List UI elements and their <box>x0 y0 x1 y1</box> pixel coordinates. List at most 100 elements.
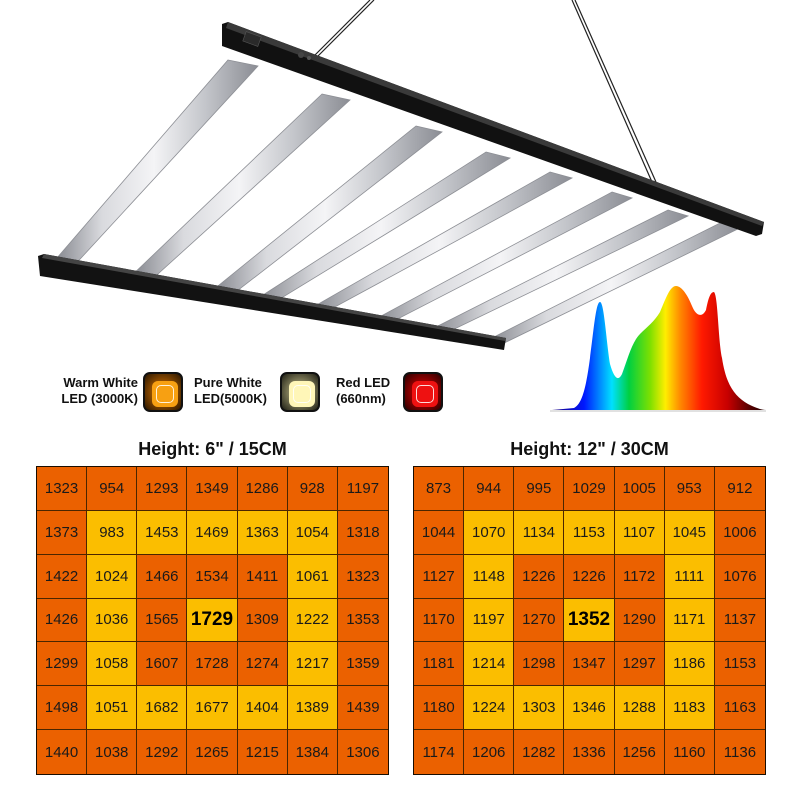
ppfd-cell: 1214 <box>464 642 515 687</box>
led-grow-light-fixture-image <box>38 0 764 350</box>
grid-title-6in: Height: 6" / 15CM <box>138 439 287 459</box>
legend-line: LED(5000K) <box>194 391 267 406</box>
ppfd-cell: 953 <box>664 467 715 511</box>
ppfd-cell: 1029 <box>564 467 615 511</box>
ppfd-cell: 1038 <box>87 730 138 774</box>
ppfd-cell: 1293 <box>137 467 188 511</box>
ppfd-cell: 944 <box>464 467 515 511</box>
front-rail <box>38 254 506 350</box>
ppfd-cell: 1134 <box>514 510 565 555</box>
ppfd-cell: 1111 <box>664 554 715 599</box>
legend-line: Pure White <box>194 375 262 390</box>
ppfd-cell: 1422 <box>37 554 88 599</box>
ppfd-cell: 1682 <box>137 686 188 731</box>
ppfd-cell: 1136 <box>714 730 765 774</box>
ppfd-cell: 1359 <box>337 642 388 687</box>
ppfd-cell: 1352 <box>564 598 615 643</box>
ppfd-cell: 1137 <box>714 598 765 643</box>
ppfd-cell: 1070 <box>464 510 515 555</box>
ppfd-cell: 1299 <box>37 642 88 687</box>
ppfd-cell: 1363 <box>237 510 288 555</box>
ppfd-cell: 1404 <box>237 686 288 731</box>
legend-line: Warm White <box>63 375 138 390</box>
legend-line: (660nm) <box>336 391 386 406</box>
ppfd-cell: 1197 <box>337 467 388 511</box>
ppfd-cell: 1440 <box>37 730 88 774</box>
ppfd-cell: 1058 <box>87 642 138 687</box>
ppfd-cell: 1411 <box>237 554 288 599</box>
ppfd-cell: 1389 <box>287 686 338 731</box>
ppfd-cell: 1426 <box>37 598 88 643</box>
ppfd-cell: 1197 <box>464 598 515 643</box>
ppfd-cell: 1534 <box>187 554 238 599</box>
ppfd-cell: 1353 <box>337 598 388 643</box>
ppfd-cell: 1265 <box>187 730 238 774</box>
ppfd-cell: 1607 <box>137 642 188 687</box>
ppfd-cell: 1565 <box>137 598 188 643</box>
ppfd-cell: 1107 <box>614 510 665 555</box>
ppfd-cell: 1171 <box>664 598 715 643</box>
ppfd-cell: 1006 <box>714 510 765 555</box>
ppfd-cell: 1153 <box>564 510 615 555</box>
ppfd-cell: 1274 <box>237 642 288 687</box>
hanging-wire <box>311 0 657 183</box>
ppfd-cell: 873 <box>414 467 465 511</box>
ppfd-cell: 1349 <box>187 467 238 511</box>
ppfd-cell: 1288 <box>614 686 665 731</box>
ppfd-cell: 1469 <box>187 510 238 555</box>
ppfd-cell: 1323 <box>37 467 88 511</box>
ppfd-cell: 1217 <box>287 642 338 687</box>
ppfd-cell: 1347 <box>564 642 615 687</box>
warm-white-led-icon <box>143 372 183 412</box>
ppfd-cell: 995 <box>514 467 565 511</box>
ppfd-cell: 1181 <box>414 642 465 687</box>
ppfd-cell: 1728 <box>187 642 238 687</box>
legend-line: Red LED <box>336 375 391 390</box>
ppfd-cell: 1286 <box>237 467 288 511</box>
ppfd-cell: 1303 <box>514 686 565 731</box>
ppfd-cell: 912 <box>714 467 765 511</box>
ppfd-cell: 1224 <box>464 686 515 731</box>
ppfd-cell: 1180 <box>414 686 465 731</box>
ppfd-cell: 1051 <box>87 686 138 731</box>
ppfd-cell: 1729 <box>187 598 238 643</box>
ppfd-cell: 1183 <box>664 686 715 731</box>
ppfd-cell: 1226 <box>564 554 615 599</box>
ppfd-cell: 1292 <box>137 730 188 774</box>
ppfd-cell: 1148 <box>464 554 515 599</box>
legend-line: LED (3000K) <box>61 391 138 406</box>
ppfd-cell: 1024 <box>87 554 138 599</box>
legend-red-label: Red LED (660nm) <box>336 375 400 407</box>
ppfd-cell: 1270 <box>514 598 565 643</box>
ppfd-cell: 1290 <box>614 598 665 643</box>
ppfd-cell: 1466 <box>137 554 188 599</box>
light-bars <box>49 59 742 347</box>
ppfd-cell: 1153 <box>714 642 765 687</box>
ppfd-cell: 1206 <box>464 730 515 774</box>
legend-warm-white-label: Warm White LED (3000K) <box>48 375 138 407</box>
ppfd-cell: 954 <box>87 467 138 511</box>
ppfd-cell: 1297 <box>614 642 665 687</box>
ppfd-cell: 1222 <box>287 598 338 643</box>
ppfd-cell: 1127 <box>414 554 465 599</box>
ppfd-cell: 1346 <box>564 686 615 731</box>
ppfd-cell: 1373 <box>37 510 88 555</box>
ppfd-cell: 1306 <box>337 730 388 774</box>
ppfd-cell: 1215 <box>237 730 288 774</box>
ppfd-cell: 1677 <box>187 686 238 731</box>
ppfd-cell: 1318 <box>337 510 388 555</box>
pure-white-led-icon <box>280 372 320 412</box>
ppfd-cell: 983 <box>87 510 138 555</box>
ppfd-cell: 1054 <box>287 510 338 555</box>
legend-pure-white-label: Pure White LED(5000K) <box>194 375 276 407</box>
ppfd-cell: 1298 <box>514 642 565 687</box>
ppfd-cell: 1005 <box>614 467 665 511</box>
ppfd-cell: 1282 <box>514 730 565 774</box>
ppfd-cell: 1453 <box>137 510 188 555</box>
ppfd-cell: 1044 <box>414 510 465 555</box>
ppfd-cell: 1186 <box>664 642 715 687</box>
ppfd-cell: 1498 <box>37 686 88 731</box>
ppfd-cell: 1309 <box>237 598 288 643</box>
ppfd-cell: 1170 <box>414 598 465 643</box>
